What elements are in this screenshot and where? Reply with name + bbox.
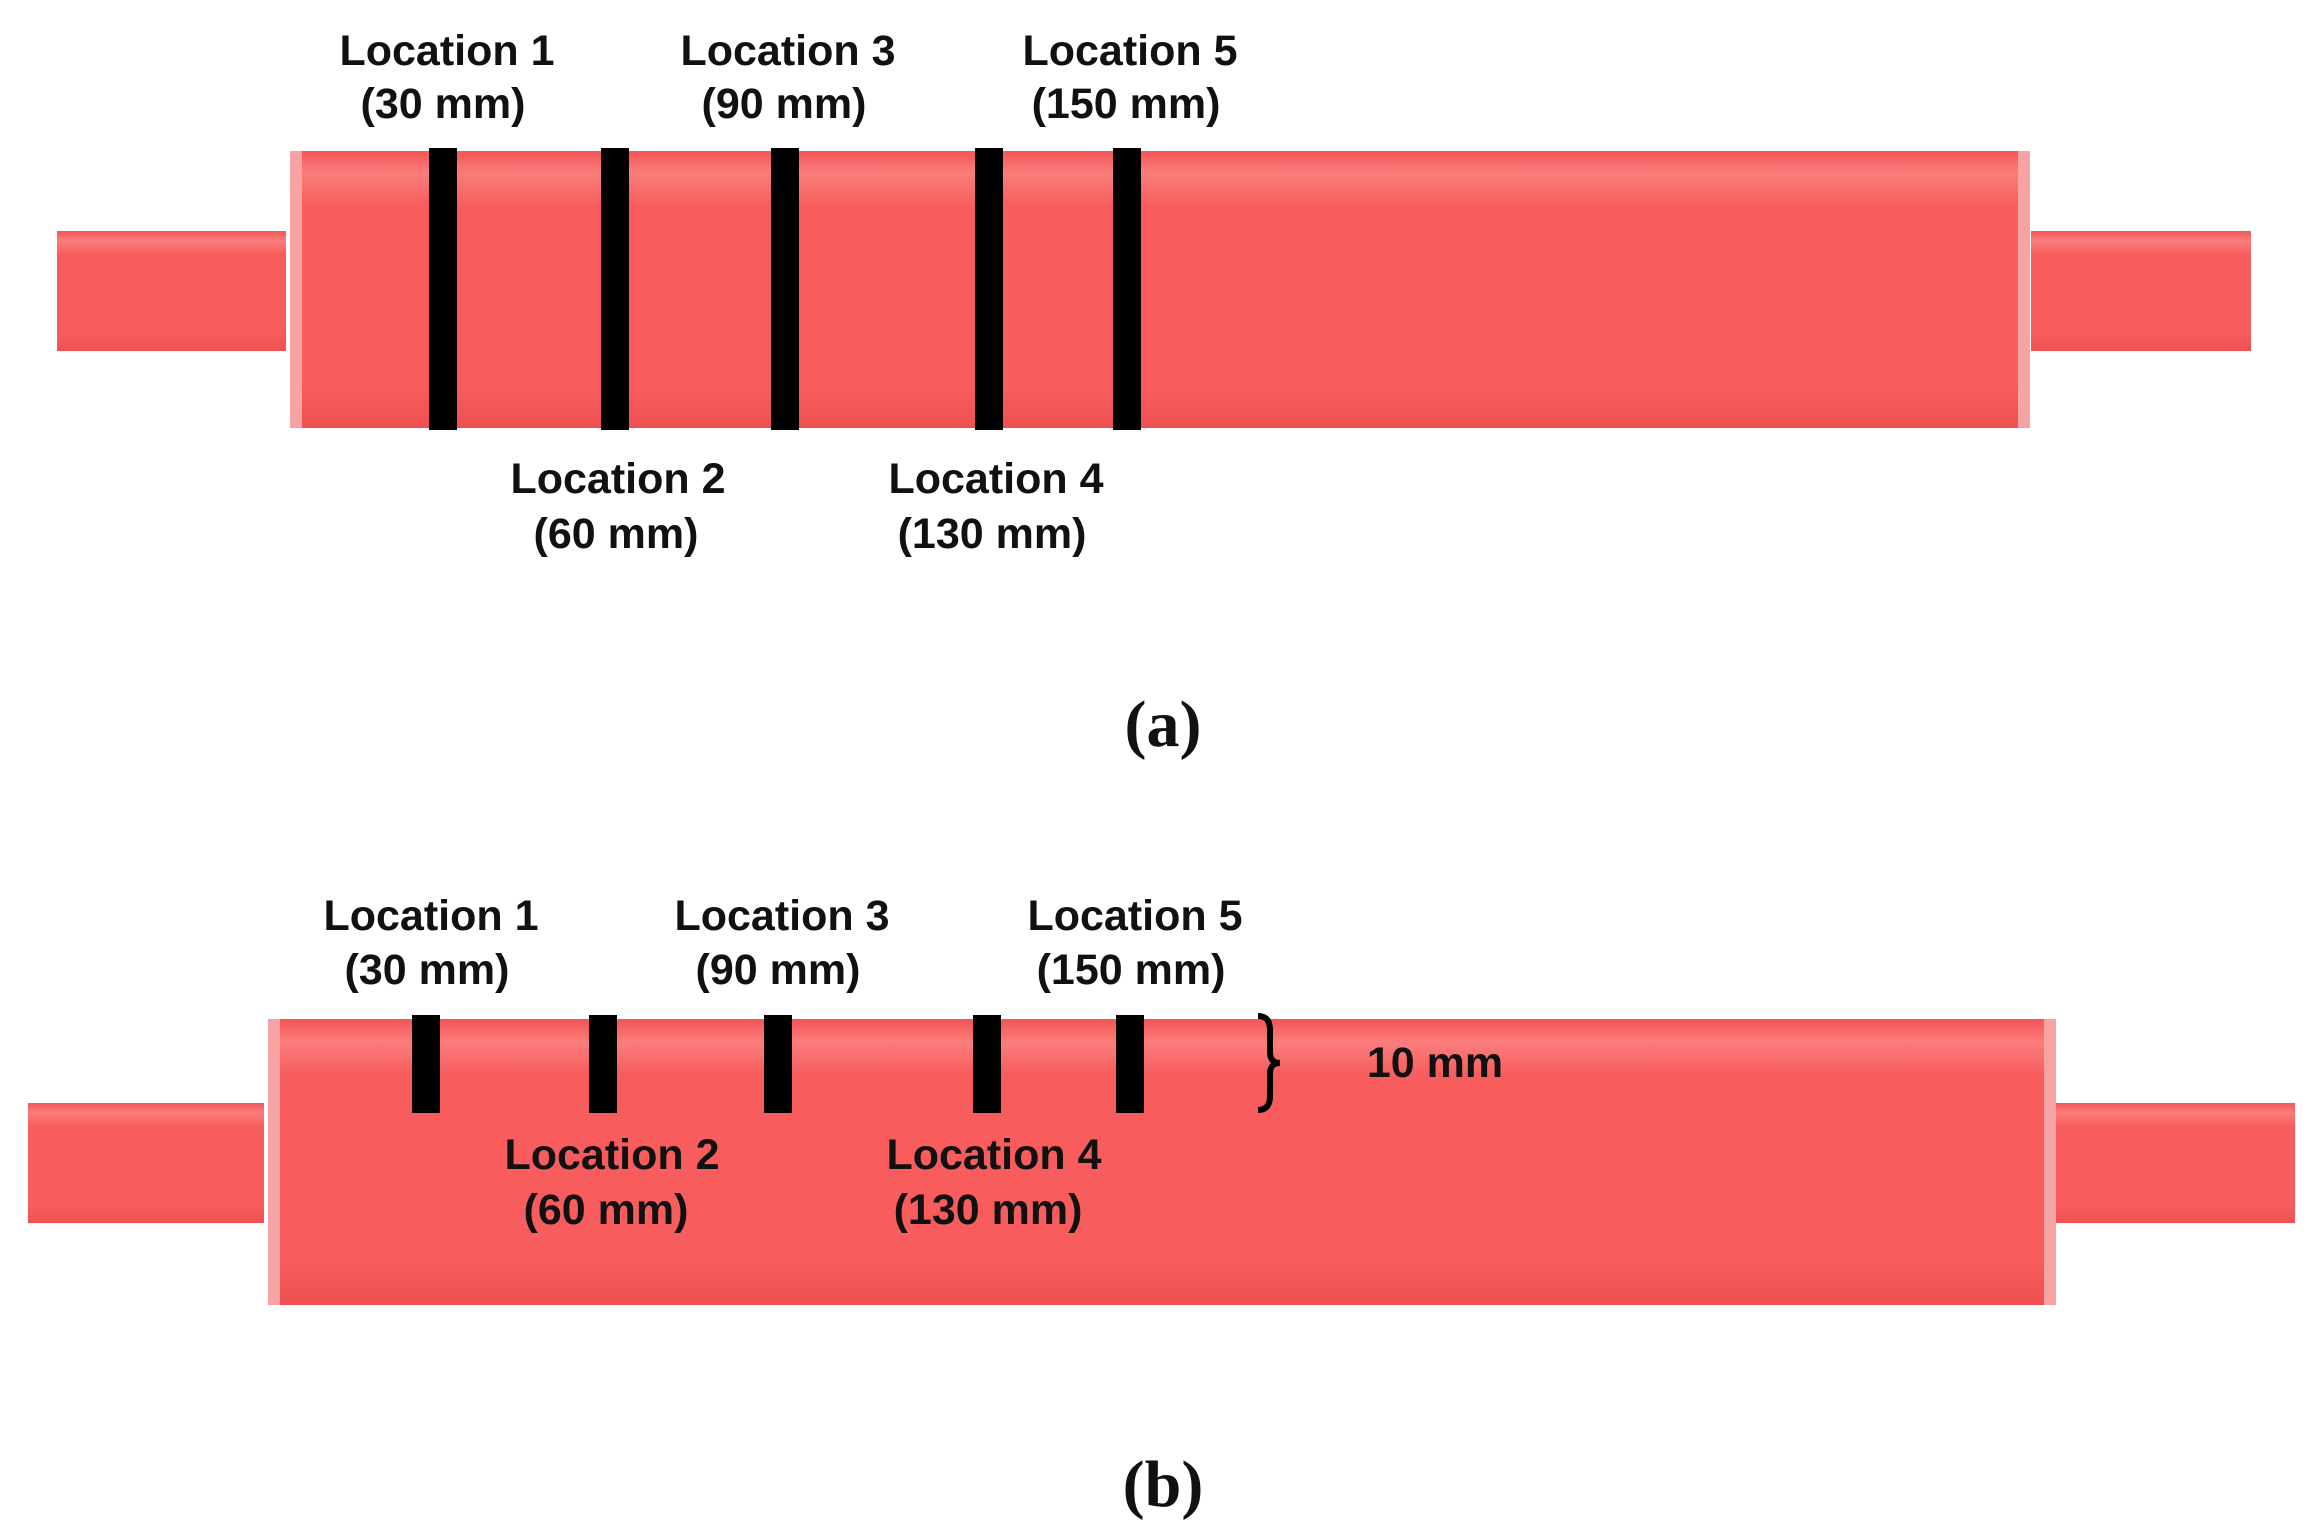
panel-a: Location 1 (30 mm) Location 3 (90 mm) Lo… (57, 27, 2251, 761)
location-5-marker (1116, 1015, 1144, 1113)
location-5-name: Location 5 (1027, 892, 1242, 940)
location-3-position: (90 mm) (702, 80, 867, 128)
panel-b-caption: (b) (1123, 1448, 1204, 1521)
right-end-cap (2044, 1019, 2056, 1305)
outlet-pipe (2031, 231, 2251, 351)
location-1-position: (30 mm) (361, 80, 526, 128)
location-3-marker (771, 148, 799, 430)
location-5-name: Location 5 (1022, 27, 1237, 75)
location-3-name: Location 3 (674, 892, 889, 940)
location-2-position: (60 mm) (534, 510, 699, 558)
location-4-marker (975, 148, 1003, 430)
main-tube (290, 151, 2030, 428)
location-4-position: (130 mm) (894, 1186, 1083, 1234)
depth-bracket (1257, 1013, 1281, 1113)
location-4-name: Location 4 (888, 455, 1103, 503)
main-tube (268, 1019, 2056, 1305)
location-4-marker (973, 1015, 1001, 1113)
left-end-cap (268, 1019, 280, 1305)
location-1-position: (30 mm) (345, 946, 510, 994)
location-3-name: Location 3 (680, 27, 895, 75)
location-1-name: Location 1 (339, 27, 554, 75)
location-4-name: Location 4 (886, 1131, 1101, 1179)
right-end-cap (2018, 151, 2030, 428)
left-end-cap (290, 151, 302, 428)
location-1-marker (412, 1015, 440, 1113)
outlet-pipe (2056, 1103, 2295, 1223)
location-2-marker (601, 148, 629, 430)
location-5-position: (150 mm) (1032, 80, 1221, 128)
location-3-position: (90 mm) (696, 946, 861, 994)
inlet-pipe (28, 1103, 264, 1223)
location-4-position: (130 mm) (898, 510, 1087, 558)
location-5-position: (150 mm) (1037, 946, 1226, 994)
panel-b: 10 mm Location 1 (30 mm) Location 3 (90 … (28, 892, 2295, 1521)
location-2-name: Location 2 (510, 455, 725, 503)
location-5-marker (1113, 148, 1141, 430)
location-3-marker (764, 1015, 792, 1113)
location-2-name: Location 2 (504, 1131, 719, 1179)
depth-label: 10 mm (1367, 1039, 1503, 1087)
location-2-marker (589, 1015, 617, 1113)
panel-a-caption: (a) (1125, 688, 1202, 761)
inlet-pipe (57, 231, 286, 351)
location-1-name: Location 1 (323, 892, 538, 940)
location-2-position: (60 mm) (524, 1186, 689, 1234)
location-1-marker (429, 148, 457, 430)
